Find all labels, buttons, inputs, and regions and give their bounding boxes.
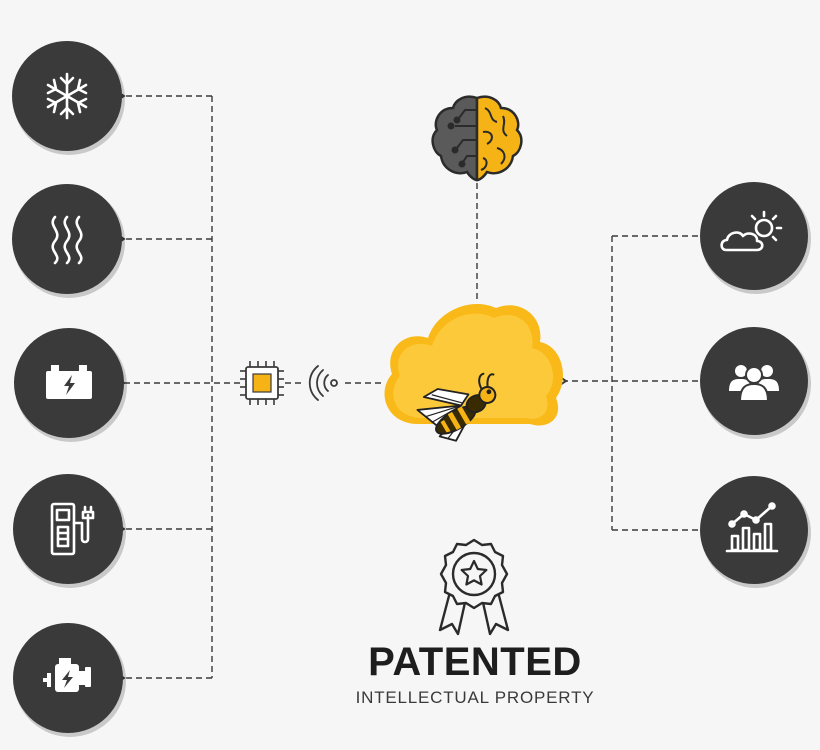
bee-icon <box>416 372 497 442</box>
left-connectors <box>124 96 384 678</box>
analytics-chart-icon <box>725 502 779 553</box>
output-node-heating <box>12 184 125 298</box>
patent-title: PATENTED <box>368 640 582 684</box>
chip-icon <box>240 361 284 405</box>
engine-icon <box>43 658 91 692</box>
patent-subtitle: INTELLECTUAL PROPERTY <box>355 688 595 707</box>
weather-icon <box>720 210 783 252</box>
award-badge-icon <box>438 538 510 636</box>
output-node-cooling <box>12 41 125 155</box>
ev-charger-icon <box>50 502 95 556</box>
wireless-signal-icon <box>308 365 338 401</box>
input-node-analytics <box>700 476 811 588</box>
battery-icon <box>46 365 92 399</box>
input-node-weather <box>700 182 811 294</box>
people-icon <box>729 365 779 402</box>
snowflake-icon <box>46 72 88 120</box>
input-node-people <box>700 327 811 439</box>
heat-waves-icon <box>51 215 83 265</box>
ai-brain-icon <box>431 95 523 182</box>
output-node-ev-charging <box>13 474 126 588</box>
output-node-battery <box>14 328 127 442</box>
output-node-engine <box>13 623 126 737</box>
right-connectors <box>566 235 698 531</box>
